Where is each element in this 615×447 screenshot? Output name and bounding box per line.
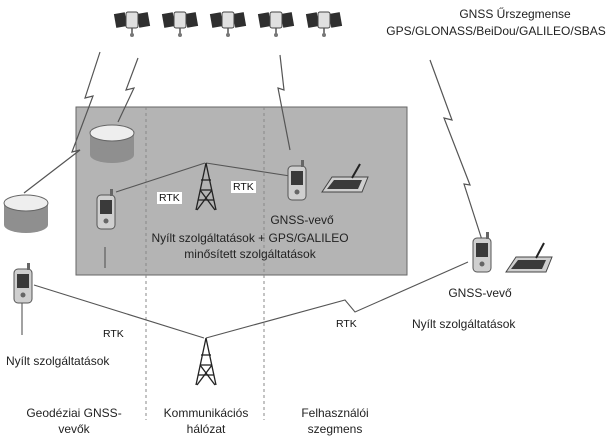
satellite-icon bbox=[209, 11, 247, 38]
tablet-pen-icon bbox=[321, 163, 369, 193]
gnss-receiver-icon bbox=[287, 159, 307, 201]
signal-link bbox=[23, 51, 101, 194]
reference-station-disk-icon bbox=[89, 124, 135, 163]
rtk-label: RTK bbox=[157, 192, 182, 204]
panel-services-line2: minősített szolgáltatások bbox=[184, 247, 316, 261]
satellite-icon bbox=[257, 11, 295, 38]
segment-label-user-line2: szegmens bbox=[307, 422, 363, 436]
space-segment-systems: GPS/GLONASS/BeiDou/GALILEO/SBAS bbox=[386, 24, 606, 38]
satellite-constellation bbox=[113, 11, 343, 38]
rtk-label: RTK bbox=[231, 181, 256, 193]
tablet-pen-icon bbox=[505, 242, 553, 273]
rtk-link bbox=[115, 162, 206, 193]
satellite-icon bbox=[305, 11, 343, 38]
left-services-label: Nyílt szolgáltatások bbox=[6, 354, 110, 368]
panel-receiver-label: GNSS-vevő bbox=[270, 213, 334, 227]
rtk-label: RTK bbox=[103, 328, 124, 340]
panel-services-line1: Nyílt szolgáltatások + GPS/GALILEO bbox=[151, 231, 349, 245]
gnss-receiver-icon bbox=[472, 231, 492, 273]
rtk-label: RTK bbox=[336, 318, 357, 330]
segment-label-geodetic-line2: vevők bbox=[58, 422, 90, 436]
segment-label-geodetic-line1: Geodéziai GNSS- bbox=[26, 406, 122, 420]
radio-tower-icon bbox=[195, 337, 217, 386]
segment-label-communication-line2: hálózat bbox=[186, 422, 226, 436]
signal-link bbox=[277, 54, 291, 151]
right-receiver-label: GNSS-vevő bbox=[448, 286, 512, 300]
segment-label-user-line1: Felhasználói bbox=[301, 406, 369, 420]
satellite-icon bbox=[113, 11, 151, 38]
segment-label-communication-line1: Kommunikációs bbox=[163, 406, 249, 420]
radio-tower-icon bbox=[195, 162, 217, 211]
reference-station-disk-icon bbox=[3, 194, 49, 233]
gnss-receiver-icon bbox=[96, 188, 116, 230]
signal-link bbox=[429, 59, 483, 241]
rtk-link bbox=[33, 284, 205, 339]
gnss-receiver-icon bbox=[13, 262, 33, 304]
signal-link bbox=[117, 57, 139, 123]
right-services-label: Nyílt szolgáltatások bbox=[412, 317, 516, 331]
space-segment-title: GNSS Űrszegmense bbox=[459, 7, 571, 21]
rtk-link bbox=[205, 162, 291, 177]
rtk-link bbox=[205, 261, 469, 339]
satellite-icon bbox=[161, 11, 199, 38]
